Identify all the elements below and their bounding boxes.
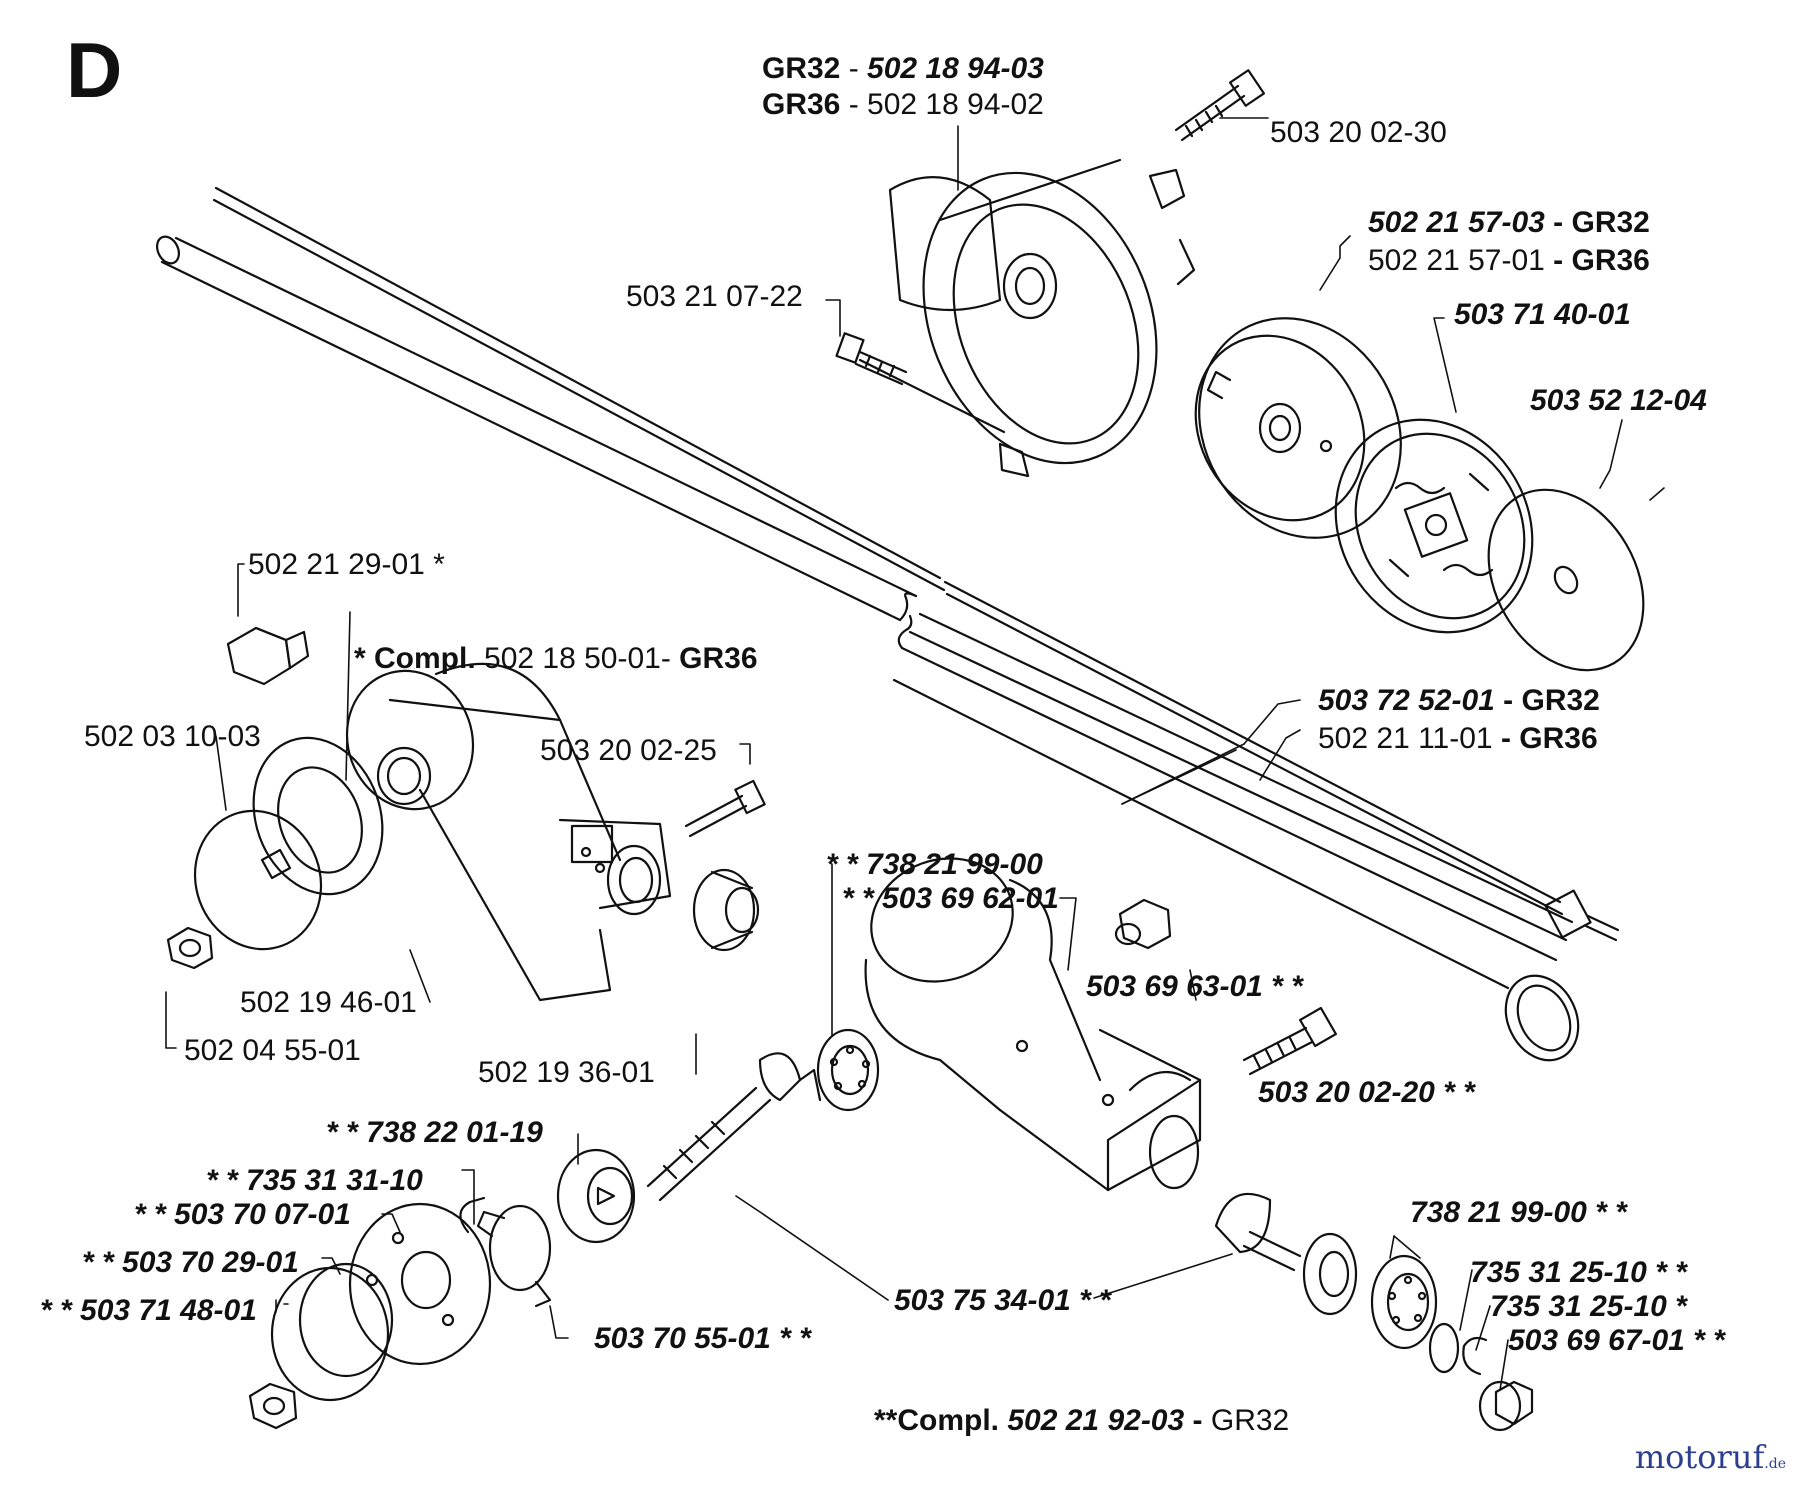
washer-disc — [1487, 488, 1645, 672]
label-nut-b: * * 503 71 48-01 — [40, 1294, 257, 1327]
label-ring: 503 69 67-01 * * — [1508, 1324, 1725, 1357]
flange-b — [348, 1202, 492, 1366]
label-clutch-drum-gr36: 502 21 57-01 - GR36 — [1368, 244, 1650, 278]
clutch-drum — [1194, 317, 1402, 539]
label-clutch: 503 71 40-01 — [1454, 298, 1631, 331]
bevel-gear-right — [1214, 1192, 1302, 1272]
screw-top — [1174, 69, 1266, 142]
label-guard-washer: 502 19 46-01 — [240, 986, 417, 1019]
circlip-a — [459, 1196, 486, 1234]
tag-gr32: GR32 — [1210, 1404, 1290, 1437]
part-number: 502 21 57-01 — [1368, 244, 1545, 277]
ring-right — [1478, 1380, 1534, 1432]
label-gear-housing-gr32: GR32 - 502 18 94-03 — [762, 52, 1044, 86]
label-tube-gr32: 503 72 52-01 - GR32 — [1318, 684, 1600, 718]
label-screw-top: 503 20 02-30 — [1270, 116, 1447, 149]
label-clutch-drum-gr32: 502 21 57-03 - GR32 — [1368, 206, 1650, 240]
hex-plug — [226, 626, 310, 686]
label-circlip-c: 735 31 25-10 * — [1490, 1290, 1687, 1323]
label-bearing-c: 738 21 99-00 * * — [1410, 1196, 1627, 1229]
label-cover: 503 70 55-01 * * — [594, 1322, 811, 1355]
label-spacer: 502 19 36-01 — [478, 1056, 655, 1089]
sep: - — [840, 52, 868, 85]
part-number: 502 21 92-03 — [1007, 1404, 1185, 1437]
part-number: 502 18 94-03 — [867, 52, 1044, 85]
part-number: 502 18 50-01- — [484, 642, 671, 675]
drive-shaft — [212, 186, 1620, 942]
cover — [476, 1204, 552, 1308]
tag-gr32: GR32 — [762, 52, 841, 85]
sep: - — [1492, 722, 1520, 755]
tag-gr36: GR36 — [1571, 244, 1650, 277]
label-compl-gr32: **Compl. 502 21 92-03 - GR32 — [874, 1404, 1289, 1438]
motoruf-logo: motoruf.de — [1635, 1438, 1786, 1476]
screw-left — [835, 332, 908, 386]
part-number: 502 21 57-03 — [1368, 206, 1545, 239]
tag-gr36: GR36 — [679, 642, 758, 675]
section-letter: D — [66, 26, 123, 114]
gearhead-left — [345, 662, 672, 1002]
spacer — [692, 868, 760, 952]
label-flange-b: * * 503 70 07-01 — [134, 1198, 351, 1231]
tag-gr32: GR32 — [1571, 206, 1650, 239]
bearing-upper — [816, 1028, 880, 1112]
tag-gr36: GR36 — [762, 88, 841, 121]
clutch — [1334, 418, 1534, 634]
clutch-housing — [858, 158, 1196, 478]
label-bearing-a: * * 738 21 99-00 — [826, 848, 1043, 881]
tube-upper-segment — [156, 235, 918, 622]
gearhead-middle — [864, 857, 1202, 1192]
screw-mid — [684, 779, 766, 838]
bearing-b — [556, 1148, 636, 1244]
logo-name: motoruf — [1634, 1438, 1765, 1476]
circlip-right — [1428, 1322, 1488, 1376]
label-gear-housing-gr36: GR36 - 502 18 94-02 — [762, 88, 1044, 122]
label-nut-a: 502 04 55-01 — [184, 1034, 361, 1067]
sep: - — [1544, 206, 1572, 239]
label-shaft: 503 75 34-01 * * — [894, 1284, 1111, 1317]
sep: - — [1184, 1404, 1211, 1437]
sep: - — [1544, 244, 1572, 277]
label-tube-gr36: 502 21 11-01 - GR36 — [1318, 722, 1598, 756]
label-plug-b: 503 69 63-01 * * — [1086, 970, 1303, 1003]
label-circlip-b: 735 31 25-10 * * — [1470, 1256, 1687, 1289]
label-bearing-b: * * 738 22 01-19 — [326, 1116, 543, 1149]
part-number: 502 18 94-02 — [867, 88, 1044, 121]
nut-b — [248, 1382, 298, 1430]
flange-left — [193, 736, 384, 951]
label-circlip-a: * * 735 31 31-10 — [206, 1164, 423, 1197]
part-number: 503 72 52-01 — [1318, 684, 1495, 717]
tag-gr36: GR36 — [1519, 722, 1598, 755]
leader-lines — [165, 117, 1665, 1391]
part-number: 502 21 11-01 — [1318, 722, 1493, 755]
screw-b — [1242, 1006, 1337, 1076]
label-flange-disc: 502 03 10-03 — [84, 720, 261, 753]
label-screw-mid: 503 20 02-25 — [540, 734, 717, 767]
washer-b — [270, 1262, 394, 1402]
tag-gr32: GR32 — [1521, 684, 1600, 717]
logo-suffix: .de — [1764, 1456, 1786, 1472]
label-plug: 502 21 29-01 * — [248, 548, 445, 581]
label-screw-left: 503 21 07-22 — [626, 280, 803, 313]
nut-left — [166, 926, 214, 970]
label-screw-b: 503 20 02-20 * * — [1258, 1076, 1475, 1109]
label-compl-gr36: * Compl. 502 18 50-01- GR36 — [354, 642, 758, 676]
label-washer: 503 52 12-04 — [1530, 384, 1707, 417]
label-washer-b: * * 503 70 29-01 — [82, 1246, 299, 1279]
tube-lower-segment — [892, 612, 1580, 1062]
bearing-right-a — [1302, 1232, 1358, 1316]
compl-prefix: * Compl. — [354, 642, 476, 675]
hex-plug-middle — [1114, 898, 1172, 950]
compl-prefix: **Compl. — [874, 1404, 1000, 1437]
sep: - — [840, 88, 868, 121]
bearing-right-b — [1370, 1254, 1438, 1350]
sep: - — [1494, 684, 1522, 717]
label-seal-a: * * 503 69 62-01 — [842, 882, 1059, 915]
bevel-gear-shaft — [646, 1052, 822, 1202]
